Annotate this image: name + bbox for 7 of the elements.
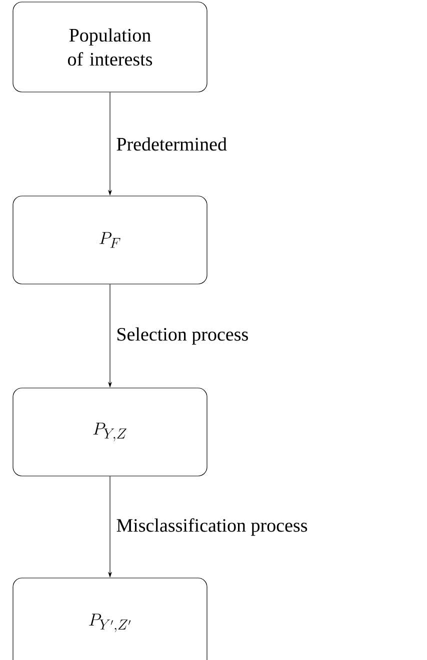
process-box: $P_F$ [12, 196, 208, 284]
edge-label: Selection process [115, 326, 250, 346]
process-box: $P_{Y',Z'}$ [12, 578, 208, 660]
edge-label: Predetermined [115, 136, 228, 152]
process-box: Population of interests [12, 2, 208, 92]
process-box: $P_{Y,Z}$ [12, 388, 208, 476]
edge-label: Misclassification process [115, 517, 309, 537]
